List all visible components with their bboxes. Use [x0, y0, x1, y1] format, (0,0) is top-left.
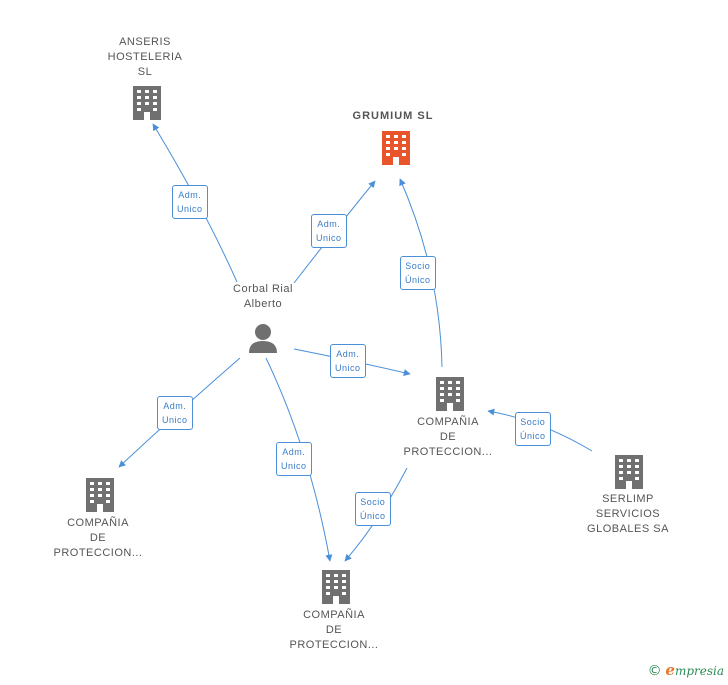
node-label-anseris[interactable]: ANSERIS HOSTELERIA SL	[95, 35, 195, 80]
node-label-line: SERVICIOS	[595, 508, 661, 520]
copyright-symbol: ©	[647, 663, 662, 679]
node-label-compania-center[interactable]: COMPAÑIA DE PROTECCION...	[398, 415, 498, 460]
edge-label-line: Adm.	[282, 447, 306, 457]
node-label-corbal[interactable]: Corbal Rial Alberto	[213, 282, 313, 312]
node-label-line: PROTECCION...	[403, 446, 493, 458]
footer-brand[interactable]: © empresia	[648, 661, 724, 679]
edge-label-line: Unico	[162, 415, 188, 425]
edge-label-line: Socio	[360, 497, 386, 507]
node-label-line: GRUMIUM SL	[352, 110, 434, 122]
edge-label-line: Único	[405, 275, 431, 285]
node-label-line: SERLIMP	[602, 493, 654, 505]
brand-initial: e	[665, 661, 675, 679]
edge-label-corbal-anseris[interactable]: Adm. Unico	[172, 185, 208, 219]
node-label-compania-bottom[interactable]: COMPAÑIA DE PROTECCION...	[284, 608, 384, 653]
building-icon	[133, 86, 161, 120]
node-label-line: PROTECCION...	[289, 639, 379, 651]
node-label-compania-left[interactable]: COMPAÑIA DE PROTECCION...	[48, 516, 148, 561]
node-label-line: HOSTELERIA	[107, 51, 183, 63]
node-label-line: Alberto	[243, 298, 283, 310]
node-label-line: SL	[137, 66, 153, 78]
node-label-grumium[interactable]: GRUMIUM SL	[343, 109, 443, 124]
node-label-line: DE	[325, 624, 343, 636]
building-icon	[615, 455, 643, 489]
edge-label-line: Adm.	[336, 349, 360, 359]
edge-label-line: Unico	[335, 363, 361, 373]
edge-label-compania-center-compania-bottom[interactable]: Socio Único	[355, 492, 391, 526]
edge-label-corbal-compania-bottom[interactable]: Adm. Unico	[276, 442, 312, 476]
edge-label-corbal-compania-center[interactable]: Adm. Unico	[330, 344, 366, 378]
building-icon	[86, 478, 114, 512]
edge-label-corbal-grumium[interactable]: Adm. Unico	[311, 214, 347, 248]
edge-label-line: Socio	[520, 417, 546, 427]
node-label-serlimp[interactable]: SERLIMP SERVICIOS GLOBALES SA	[578, 492, 678, 537]
edge-label-line: Adm.	[317, 219, 341, 229]
edge-label-line: Adm.	[178, 190, 202, 200]
building-icon-highlight	[382, 131, 410, 165]
person-icon	[249, 324, 277, 353]
edge-label-line: Socio	[405, 261, 431, 271]
edge-label-line: Único	[520, 431, 546, 441]
edge-label-corbal-compania-left[interactable]: Adm. Unico	[157, 396, 193, 430]
building-icon	[322, 570, 350, 604]
node-label-line: Corbal Rial	[233, 283, 293, 295]
node-label-line: DE	[89, 532, 107, 544]
node-label-line: DE	[439, 431, 457, 443]
node-label-line: ANSERIS	[119, 36, 171, 48]
edge-label-line: Unico	[281, 461, 307, 471]
node-label-line: COMPAÑIA	[417, 416, 479, 428]
edge-label-line: Unico	[177, 204, 203, 214]
brand-name: mpresia	[674, 664, 724, 678]
node-label-line: GLOBALES SA	[587, 523, 669, 535]
edge-label-line: Unico	[316, 233, 342, 243]
node-label-line: PROTECCION...	[53, 547, 143, 559]
edge-label-serlimp-compania-center[interactable]: Socio Único	[515, 412, 551, 446]
node-label-line: COMPAÑIA	[67, 517, 129, 529]
building-icon	[436, 377, 464, 411]
edge-label-compania-center-grumium[interactable]: Socio Único	[400, 256, 436, 290]
edge-label-line: Adm.	[163, 401, 187, 411]
node-label-line: COMPAÑIA	[303, 609, 365, 621]
edge-label-line: Único	[360, 511, 386, 521]
